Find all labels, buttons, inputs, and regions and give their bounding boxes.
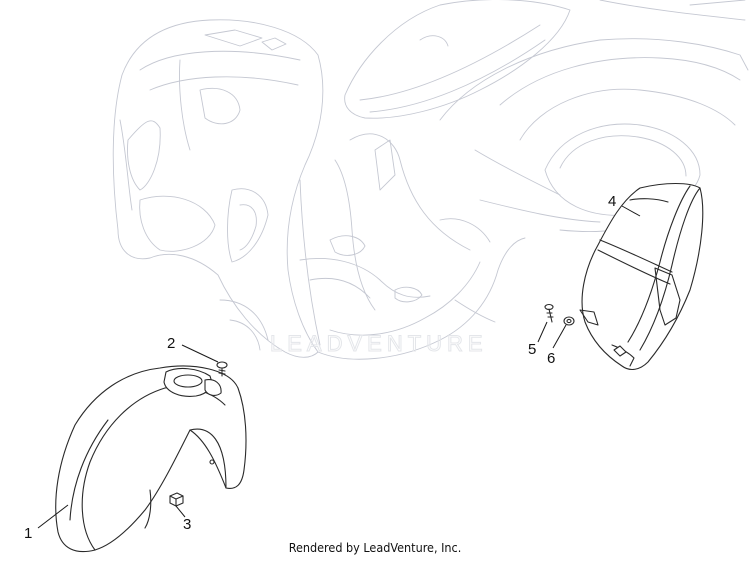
part-3-nut [169,492,184,507]
watermark-text: LEADVENTURE [270,331,488,356]
scooter-body-outline [112,0,749,360]
callout-2: 2 [167,335,175,352]
part-6-washer [563,316,575,326]
callout-6: 6 [547,350,555,367]
callout-labels: 1 2 3 4 5 6 [24,193,616,542]
leader-lines [37,205,641,529]
footer-credit: Rendered by LeadVenture, Inc. [288,540,462,555]
callout-5: 5 [528,341,536,358]
callout-4: 4 [608,193,616,210]
part-5-screw [544,303,554,323]
part-4-rear-mudguard [579,182,704,371]
part-1-front-mudguard [55,365,247,553]
callout-1: 1 [24,525,32,542]
part-2-screw [216,361,228,377]
callout-3: 3 [183,516,191,533]
